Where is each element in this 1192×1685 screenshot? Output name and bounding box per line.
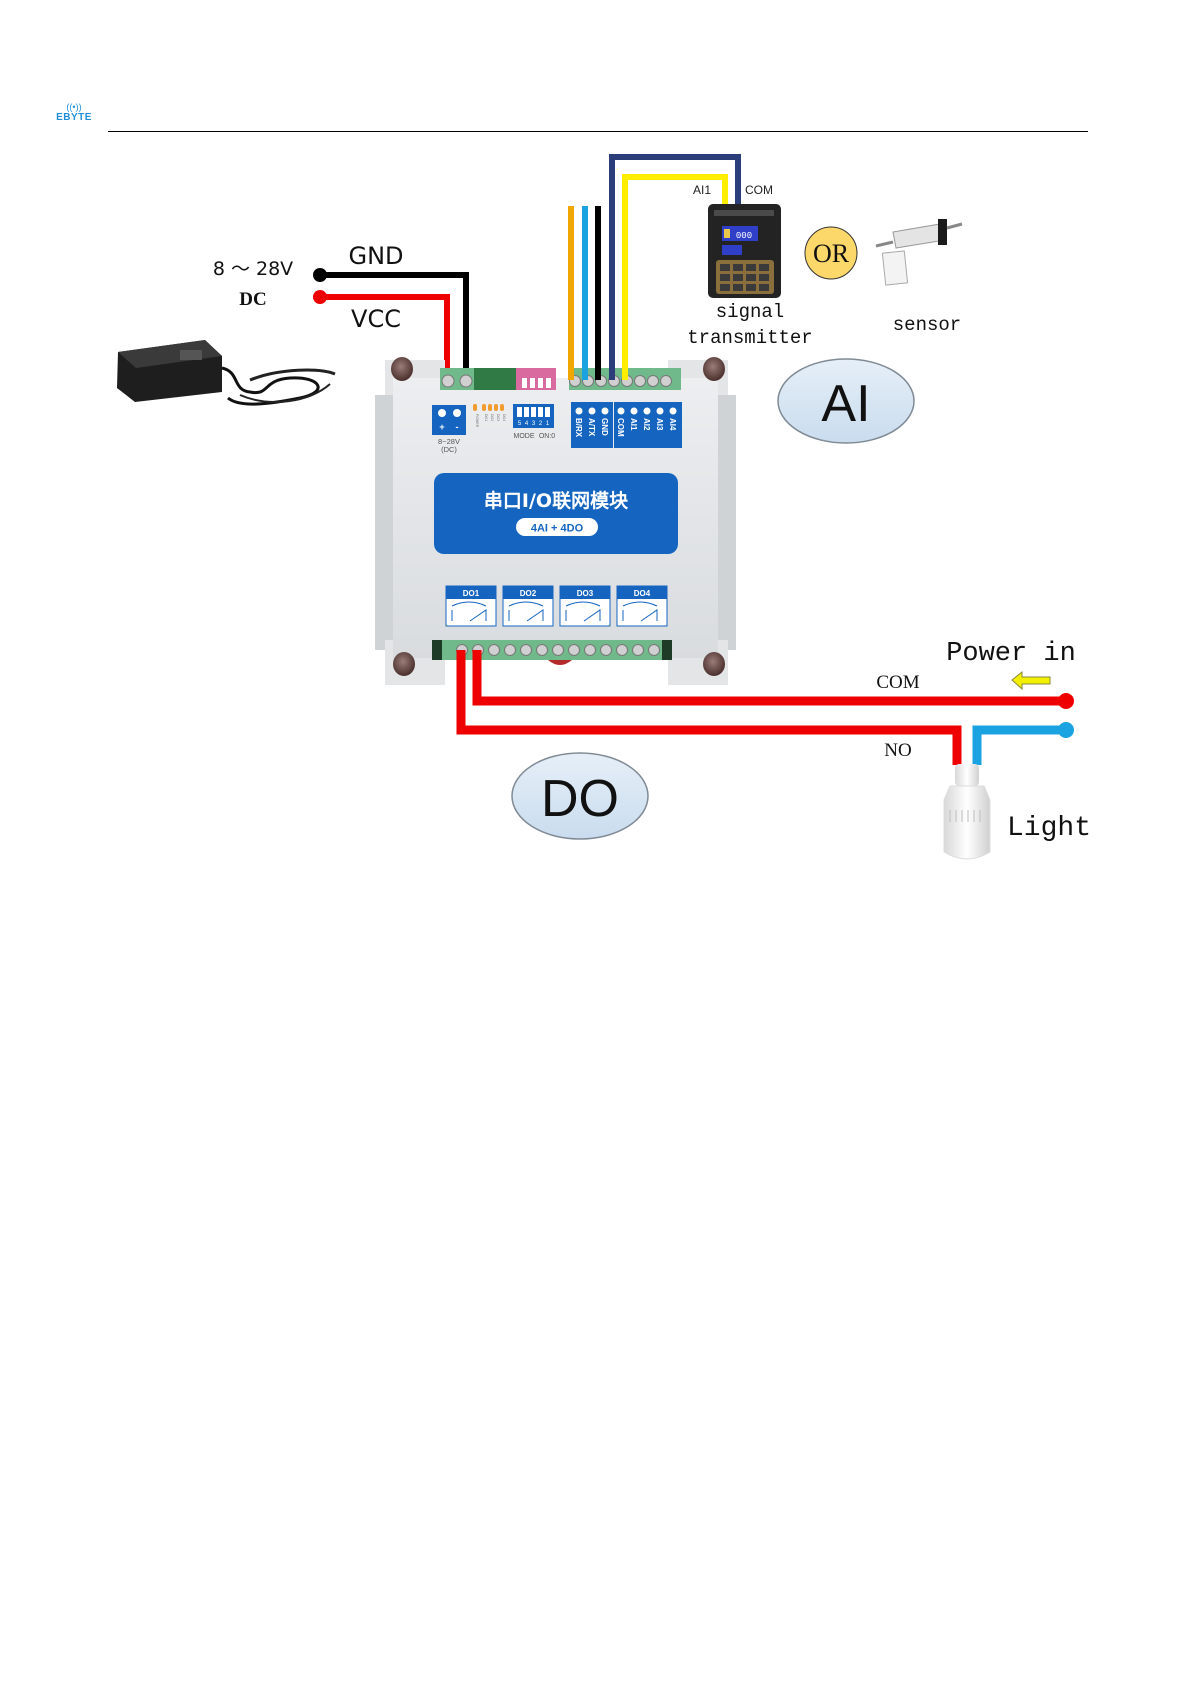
com-output-label: COM (876, 672, 919, 693)
com-wire-label: COM (745, 183, 773, 197)
power-minus-label: - (456, 422, 459, 432)
light-label: Light (1007, 813, 1091, 844)
terminal-label: B/RX (574, 418, 583, 438)
terminal-label: AI3 (655, 418, 664, 431)
led-label: DO1 (484, 414, 488, 421)
power-dc-label: (DC) (441, 445, 457, 454)
signal-transmitter-image: 000 (708, 204, 781, 298)
usb-port-block (474, 368, 516, 390)
sensor-label: sensor (893, 314, 961, 336)
or-badge: OR (805, 227, 857, 279)
signal-transmitter-label-line2: transmitter (687, 327, 812, 349)
mode-label: MODE (514, 433, 535, 440)
power-in-label: Power in (946, 639, 1076, 669)
led-label: POWER (475, 414, 479, 428)
neutral-power-dot (1058, 722, 1074, 738)
terminal-label: AI2 (642, 418, 651, 431)
module-title-panel (434, 473, 678, 554)
terminal-label: AI4 (668, 418, 677, 431)
neutral-wire (977, 722, 1074, 765)
ai-badge-label: AI (821, 375, 870, 433)
com-power-dot (1058, 693, 1074, 709)
sensor-image (876, 219, 962, 285)
terminal-label: AI1 (629, 418, 638, 431)
power-label-panel (432, 405, 466, 435)
rs485-wires (571, 206, 598, 380)
led-label: DO2 (490, 414, 494, 421)
terminal-label: COM (616, 418, 625, 437)
io-module: + - 8~28V (DC) POWER DO1 DO2 DO3 DO4 5 (375, 357, 736, 685)
gnd-label: GND (348, 242, 403, 270)
mount-hole (391, 357, 413, 381)
do-badge-label: DO (541, 770, 619, 828)
terminal-label: GND (600, 418, 609, 436)
vcc-terminal-dot (313, 290, 327, 304)
mount-hole (703, 652, 725, 676)
no-output-label: NO (884, 740, 911, 761)
do-channel-label: DO2 (520, 589, 537, 598)
do-channel-label: DO4 (634, 589, 651, 598)
ai-section-badge: AI (778, 359, 914, 443)
power-in-arrow-icon (1012, 672, 1050, 689)
or-label: OR (813, 239, 850, 268)
on-label: ON:0 (539, 433, 555, 440)
dc-label: DC (239, 289, 266, 310)
light-bulb-image (944, 764, 990, 859)
gnd-terminal-dot (313, 268, 327, 282)
mount-hole (703, 357, 725, 381)
do-section-badge: DO (512, 753, 648, 839)
mount-hole (393, 652, 415, 676)
voltage-range-label: 8 ～ 28V (213, 258, 293, 280)
do-channel-label: DO1 (463, 589, 480, 598)
power-plus-label: + (439, 422, 444, 432)
signal-transmitter-label-line1: signal (716, 301, 784, 323)
module-subtitle: 4AI + 4DO (531, 523, 584, 535)
vcc-label: VCC (351, 305, 401, 333)
svg-text:000: 000 (736, 231, 752, 241)
terminal-label: A/TX (587, 418, 596, 437)
module-title: 串口I/O联网模块 (484, 489, 629, 512)
led-label: DO4 (502, 414, 506, 421)
power-adapter-image (117, 340, 335, 404)
do-channel-label: DO3 (577, 589, 594, 598)
ai1-wire-label: AI1 (693, 183, 711, 197)
led-label: DO3 (496, 414, 500, 421)
